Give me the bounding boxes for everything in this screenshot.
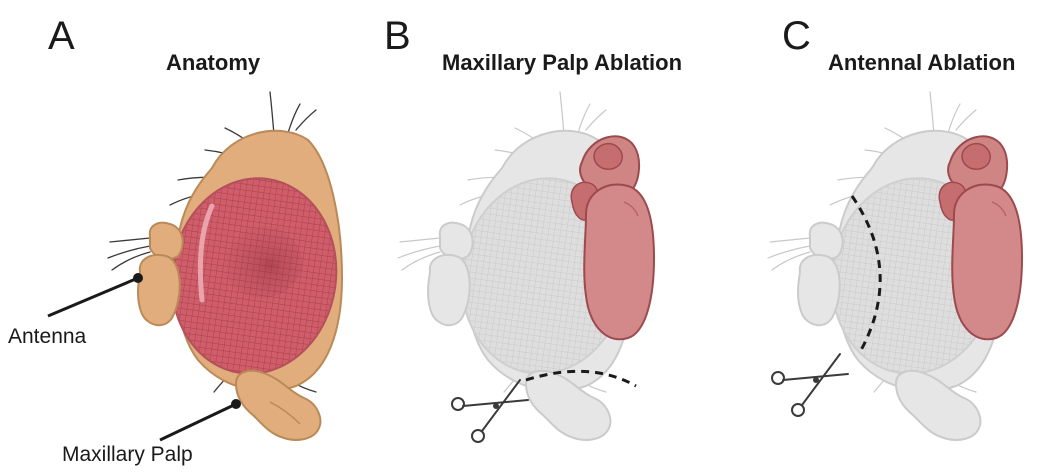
antenna-pointer	[48, 273, 143, 316]
panel-a-fly-head	[108, 92, 349, 440]
panel-c-scissors-icon	[772, 354, 848, 416]
panel-b-scissors-icon	[452, 380, 528, 442]
maxillary-palp-pointer	[160, 399, 241, 440]
